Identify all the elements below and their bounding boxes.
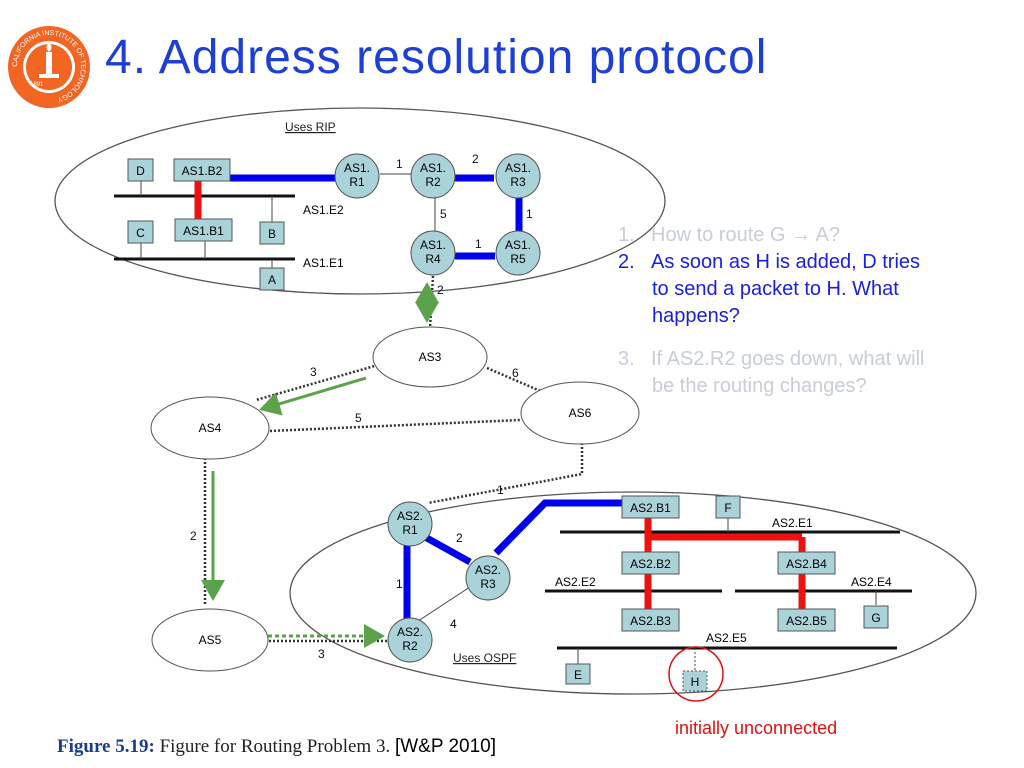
svg-text:AS1.B2: AS1.B2 xyxy=(182,164,223,178)
figure-text: Figure for Routing Problem 3. xyxy=(159,736,391,757)
cost-as4-as5: 2 xyxy=(190,529,197,543)
svg-text:AS2.B4: AS2.B4 xyxy=(786,557,827,571)
question-1: 1.How to route G → A? xyxy=(618,224,840,246)
cost-r3-r5: 1 xyxy=(526,207,533,221)
as2-boundary xyxy=(289,491,977,695)
svg-text:C: C xyxy=(136,226,145,240)
unconnected-highlight-circle xyxy=(668,646,724,702)
svg-text:AS1.R3: AS1.R3 xyxy=(505,161,531,189)
as2-router-r2: AS2.R2 xyxy=(387,617,433,663)
link-as3-as4 xyxy=(255,363,379,402)
as1-host-b: B xyxy=(259,221,285,245)
question-2: 2.As soon as H is added, D tries to send… xyxy=(618,251,921,327)
link-r1-r3 xyxy=(423,533,472,566)
arrow-as3-as4 xyxy=(259,376,367,416)
as3-node: AS3 xyxy=(372,326,488,388)
question-3: 3.If AS2.R2 goes down, what will be the … xyxy=(618,348,925,397)
as1-router-r2: AS1.R2 xyxy=(410,153,456,199)
as2-bridge-b3: AS2.B3 xyxy=(621,608,680,632)
figure-caption: Figure 5.19: Figure for Routing Problem … xyxy=(57,736,496,758)
as1-router-r1: AS1.R1 xyxy=(334,153,380,199)
seal-year: 1891 xyxy=(30,82,44,88)
cost-as4-as6: 5 xyxy=(355,411,362,425)
as2-host-h: H xyxy=(682,670,708,692)
svg-text:AS2.R1: AS2.R1 xyxy=(397,509,423,537)
svg-text:AS2.R2: AS2.R2 xyxy=(397,625,423,653)
svg-text:D: D xyxy=(136,164,145,178)
link-as1-as3 xyxy=(428,275,435,329)
as1-e2-label: AS1.E2 xyxy=(303,203,344,217)
cost-r2-r4: 5 xyxy=(440,207,447,221)
as1-host-c: C xyxy=(127,220,154,244)
as2-label: Uses OSPF xyxy=(453,651,516,665)
cost-r4-r5: 1 xyxy=(475,237,482,251)
cost-as6-as2: 1 xyxy=(497,483,504,497)
as2-bridge-b4: AS2.B4 xyxy=(777,551,836,575)
as2-e1-label: AS2.E1 xyxy=(772,516,813,530)
as6-node: AS6 xyxy=(520,381,640,445)
as2-router-r1: AS2.R1 xyxy=(387,501,433,547)
svg-text:AS6: AS6 xyxy=(569,406,592,420)
svg-text:AS1.R4: AS1.R4 xyxy=(420,238,446,266)
svg-text:E: E xyxy=(574,668,582,682)
cost-as1-as3: 2 xyxy=(437,283,444,297)
svg-text:B: B xyxy=(268,227,276,241)
as1-bridge-b1: AS1.B1 xyxy=(174,218,233,242)
as1-host-a: A xyxy=(259,267,285,291)
link-as4-as6 xyxy=(269,418,521,433)
as1-bridge-b2: AS1.B2 xyxy=(173,158,231,182)
cost-as2-r1-r2: 1 xyxy=(396,577,403,591)
svg-text:AS2.B3: AS2.B3 xyxy=(630,614,671,628)
svg-text:AS3: AS3 xyxy=(419,350,442,364)
figure-number: Figure 5.19: xyxy=(57,736,155,757)
as1-router-r4: AS1.R4 xyxy=(410,230,456,276)
as2-host-f: F xyxy=(715,495,741,519)
cost-as2-r2-r3: 4 xyxy=(450,617,457,631)
svg-text:F: F xyxy=(724,501,731,515)
cost-r2-r3: 2 xyxy=(472,152,479,166)
svg-text:AS2.B1: AS2.B1 xyxy=(630,501,671,515)
cost-r1-r2: 1 xyxy=(396,157,403,171)
as5-node: AS5 xyxy=(151,608,269,672)
as1-label: Uses RIP xyxy=(285,120,336,134)
as2-host-g: G xyxy=(863,605,889,629)
svg-text:AS4: AS4 xyxy=(199,421,222,435)
as1-router-r3: AS1.R3 xyxy=(495,153,541,199)
as2-bridge-b2: AS2.B2 xyxy=(621,551,680,575)
as2-bridge-b5: AS2.B5 xyxy=(777,608,836,632)
link-as3-as6 xyxy=(486,366,546,395)
as1-e1-label: AS1.E1 xyxy=(303,256,344,270)
caltech-seal-icon: CALIFORNIA INSTITUTE OF TECHNOLOGY 1891 xyxy=(6,24,92,110)
cost-as5-as2: 3 xyxy=(318,647,325,661)
as2-router-r3: AS2.R3 xyxy=(465,555,511,601)
svg-text:H: H xyxy=(691,675,700,689)
svg-text:AS2.B5: AS2.B5 xyxy=(786,614,827,628)
svg-text:AS1.R2: AS1.R2 xyxy=(420,161,446,189)
as2-bridge-b1: AS2.B1 xyxy=(621,495,680,519)
cost-as3-as6: 6 xyxy=(512,366,519,380)
svg-text:A: A xyxy=(268,273,276,287)
svg-text:AS5: AS5 xyxy=(199,633,222,647)
svg-text:AS1.R5: AS1.R5 xyxy=(505,238,531,266)
link-r3-b1 xyxy=(493,499,624,556)
as1-router-r5: AS1.R5 xyxy=(495,230,541,276)
cost-as3-as4: 3 xyxy=(310,365,317,379)
svg-text:AS1.B1: AS1.B1 xyxy=(183,224,224,238)
as2-e5-label: AS2.E5 xyxy=(706,631,747,645)
page-title: 4. Address resolution protocol xyxy=(105,31,768,84)
as4-node: AS4 xyxy=(150,396,270,460)
cost-as2-r1-r3: 2 xyxy=(456,531,463,545)
as2-e4-label: AS2.E4 xyxy=(851,575,892,589)
as2-host-e: E xyxy=(565,663,591,685)
as1-host-d: D xyxy=(127,158,154,182)
as1-boundary xyxy=(54,107,666,295)
svg-text:G: G xyxy=(871,611,880,625)
as2-e2-label: AS2.E2 xyxy=(555,575,596,589)
unconnected-annotation: initially unconnected xyxy=(675,718,838,738)
svg-text:AS2.B2: AS2.B2 xyxy=(630,557,671,571)
svg-text:AS2.R3: AS2.R3 xyxy=(475,563,501,591)
svg-text:AS1.R1: AS1.R1 xyxy=(344,161,370,189)
figure-reference: [W&P 2010] xyxy=(394,736,496,757)
